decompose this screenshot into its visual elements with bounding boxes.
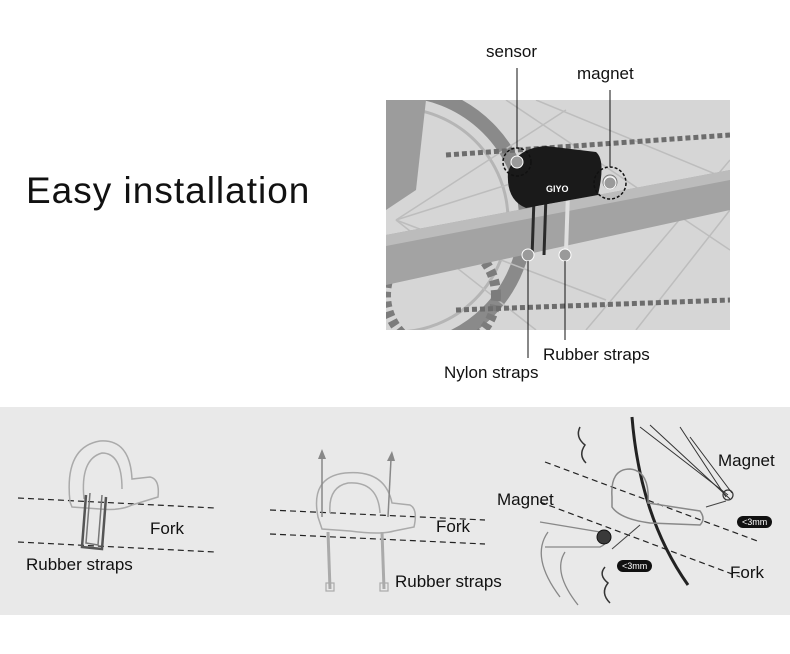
magnet-label: magnet bbox=[577, 64, 634, 83]
installation-diagrams: Fork Rubber straps Fork Rubber straps Ma… bbox=[0, 407, 790, 615]
diagram-2-nylon-strap-mount bbox=[269, 449, 486, 592]
diagram-1-fork-label: Fork bbox=[150, 519, 184, 538]
diagram-3-magnet-left-label: Magnet bbox=[497, 490, 554, 509]
diagram-3-magnet-top-label: Magnet bbox=[718, 451, 775, 470]
sensor-label: sensor bbox=[486, 42, 538, 61]
nylon-straps-label: Nylon straps bbox=[444, 363, 539, 382]
installation-photo: GIYO bbox=[386, 100, 730, 330]
bike-frame-illustration: GIYO bbox=[386, 100, 730, 330]
diagram-3-gap-callout-left: <3mm bbox=[617, 560, 653, 572]
diagram-2-rubber-straps-label: Rubber straps bbox=[395, 572, 502, 591]
diagram-3-fork-label: Fork bbox=[730, 563, 764, 582]
sensor-brand-mark: GIYO bbox=[546, 184, 569, 194]
page-title: Easy installation bbox=[26, 170, 311, 211]
diagram-2-fork-label: Fork bbox=[436, 517, 470, 536]
diagram-drawings bbox=[17, 416, 761, 606]
diagram-1-rubber-strap-mount bbox=[17, 440, 216, 553]
rubber-straps-label: Rubber straps bbox=[543, 345, 650, 364]
diagram-3-gap-callout-right: <3mm bbox=[737, 516, 773, 528]
diagram-3-magnet-gap bbox=[539, 416, 761, 606]
diagram-1-rubber-straps-label: Rubber straps bbox=[26, 555, 133, 574]
